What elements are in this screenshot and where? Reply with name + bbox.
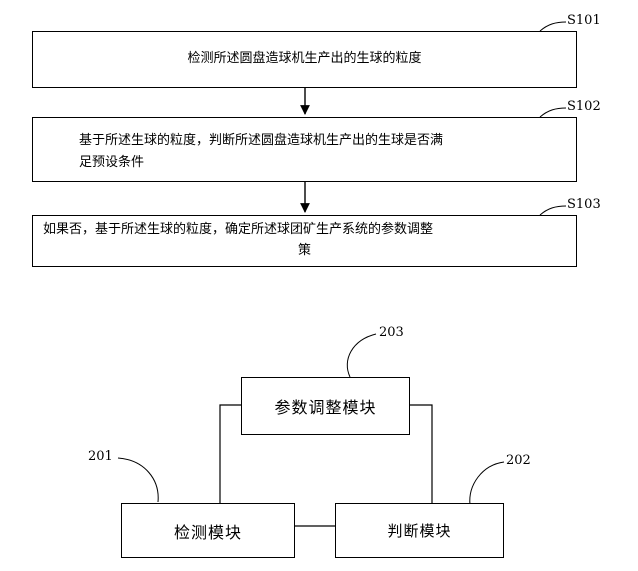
module-text-parameter-adjustment: 参数调整模块 xyxy=(274,398,377,417)
leader-s102 xyxy=(539,107,567,118)
step-box-s101: 检测所述圆盘造球机生产出的生球的粒度 xyxy=(32,31,577,88)
leader-203 xyxy=(346,333,377,378)
module-ref-201: 201 xyxy=(88,449,113,464)
module-ref-203: 203 xyxy=(379,325,404,340)
step-label-s102: S102 xyxy=(567,99,601,114)
step-text-s103-line1: 如果否，基于所述生球的粒度，确定所述球团矿生产系统的参数调整 xyxy=(43,222,434,237)
module-text-detection: 检测模块 xyxy=(173,522,242,542)
module-text-judgment: 判断模块 xyxy=(387,522,452,540)
leader-201 xyxy=(117,457,159,503)
step-text-s102-line1: 基于所述生球的粒度，判断所述圆盘造球机生产出的生球是否满 xyxy=(79,133,444,148)
leader-202 xyxy=(469,461,505,506)
module-parameter-adjustment: 参数调整模块 xyxy=(241,377,410,435)
leader-s103 xyxy=(539,205,567,216)
step-text-s103-line2: 策 xyxy=(297,243,311,258)
module-ref-202: 202 xyxy=(506,453,531,468)
step-text-s102-line2: 足预设条件 xyxy=(79,155,145,170)
step-box-s103: 如果否，基于所述生球的粒度，确定所述球团矿生产系统的参数调整 策 xyxy=(32,215,577,267)
step-label-s103: S103 xyxy=(567,197,601,212)
module-detection: 检测模块 xyxy=(121,503,295,558)
step-text-s101: 检测所述圆盘造球机生产出的生球的粒度 xyxy=(187,51,422,66)
step-label-s101: S101 xyxy=(567,13,601,28)
connector-203-202 xyxy=(410,404,433,503)
connector-203-201 xyxy=(219,404,241,503)
step-box-s102: 基于所述生球的粒度，判断所述圆盘造球机生产出的生球是否满 足预设条件 xyxy=(32,117,577,182)
leader-s101 xyxy=(539,21,567,32)
module-judgment: 判断模块 xyxy=(335,503,504,558)
